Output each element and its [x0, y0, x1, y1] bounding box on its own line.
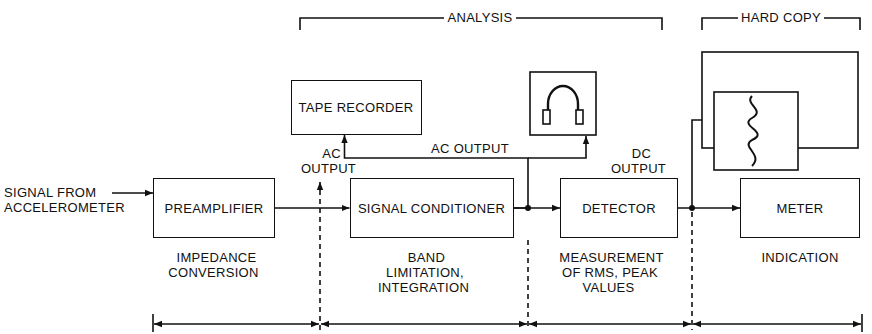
range-arrow — [321, 323, 527, 325]
input-arrow — [112, 192, 153, 194]
annotation-label: HARD COPY — [738, 10, 824, 25]
signal-arrow — [275, 207, 350, 209]
annotation-label: SIGNAL FROM ACCELEROMETER — [4, 185, 125, 215]
bracket-tick — [152, 314, 154, 332]
box-label: PREAMPLIFIER — [165, 201, 264, 216]
bracket-tick — [861, 314, 863, 332]
headphone-cup — [576, 110, 583, 124]
process-box: DETECTOR — [560, 178, 678, 238]
annotation-label: BAND LIMITATION, INTEGRATION — [378, 250, 472, 295]
process-box: SIGNAL CONDITIONER — [350, 178, 514, 238]
signal-arrow — [678, 207, 740, 209]
headphone-cup — [543, 110, 550, 124]
chart-trace — [748, 96, 757, 166]
separator — [527, 240, 529, 330]
process-box: METER — [740, 178, 860, 238]
ac-output-dashed — [319, 182, 321, 330]
annotation-label: IMPEDANCE CONVERSION — [168, 250, 261, 280]
annotation-label: ANALYSIS — [444, 10, 515, 25]
range-arrow — [154, 323, 319, 325]
process-box: TAPE RECORDER — [291, 80, 422, 135]
headphones-band — [548, 86, 578, 116]
annotation-label: AC OUTPUT — [301, 146, 359, 176]
separator — [691, 212, 693, 330]
range-arrow — [529, 323, 691, 325]
box-label: TAPE RECORDER — [299, 100, 414, 115]
chart-paper — [714, 92, 798, 170]
annotation-label: INDICATION — [758, 250, 841, 265]
box-label: DETECTOR — [582, 201, 656, 216]
annotation-label: MEASUREMENT OF RMS, PEAK VALUES — [556, 250, 663, 295]
range-arrow — [693, 323, 861, 325]
box-label: METER — [777, 201, 824, 216]
headphones-box — [530, 72, 596, 135]
headphone-feed — [528, 136, 586, 158]
annotation-label: DC OUTPUT — [611, 146, 669, 176]
annotation-label: AC OUTPUT — [428, 141, 512, 156]
process-box: PREAMPLIFIER — [153, 178, 275, 238]
box-label: SIGNAL CONDITIONER — [358, 201, 505, 216]
